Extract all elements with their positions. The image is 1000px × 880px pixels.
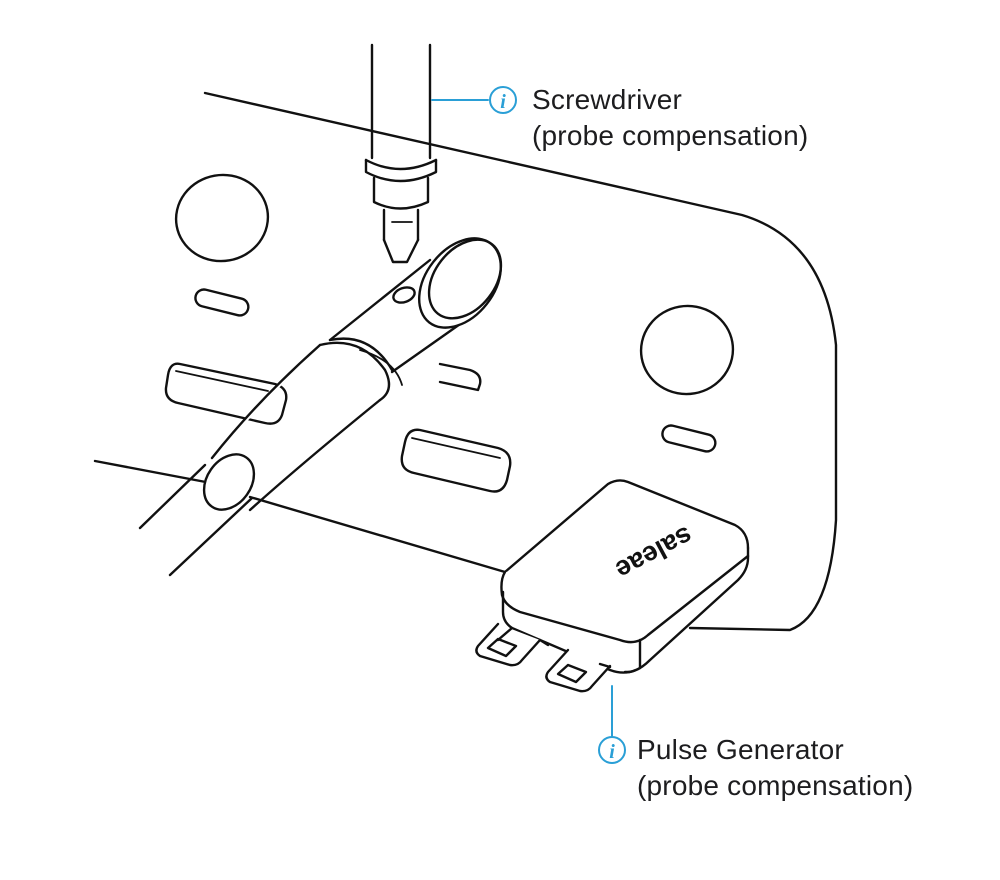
pulse-generator-label-title: Pulse Generator xyxy=(637,734,844,765)
panel-top-edge xyxy=(203,91,838,632)
panel-slot-small-right xyxy=(661,424,717,453)
panel-bottom-edge-right xyxy=(248,495,507,574)
panel-slot-small-left xyxy=(194,288,250,317)
panel-slot-long-middle xyxy=(438,362,482,392)
pulse-generator-callout: i xyxy=(598,685,626,764)
panel-slot-long-right xyxy=(400,428,512,493)
pulse-generator-label-subtitle: (probe compensation) xyxy=(637,770,914,801)
panel-slot-long-left xyxy=(164,362,288,425)
pulse-generator-label: Pulse Generator (probe compensation) xyxy=(637,732,913,804)
info-icon: i xyxy=(598,736,626,764)
screwdriver-label: Screwdriver (probe compensation) xyxy=(532,82,808,154)
probe-body xyxy=(202,237,503,512)
screwdriver-label-title: Screwdriver xyxy=(532,84,683,115)
screwdriver-label-subtitle: (probe compensation) xyxy=(532,120,809,151)
panel-hole-left xyxy=(174,173,270,263)
screwdriver xyxy=(364,43,438,264)
panel-hole-right xyxy=(639,304,735,396)
info-icon: i xyxy=(489,86,517,114)
pulse-generator: saleae xyxy=(475,479,750,693)
svg-text:i: i xyxy=(500,91,506,113)
probe-cable xyxy=(138,463,254,577)
svg-text:i: i xyxy=(609,741,615,763)
screwdriver-callout: i xyxy=(431,86,517,114)
